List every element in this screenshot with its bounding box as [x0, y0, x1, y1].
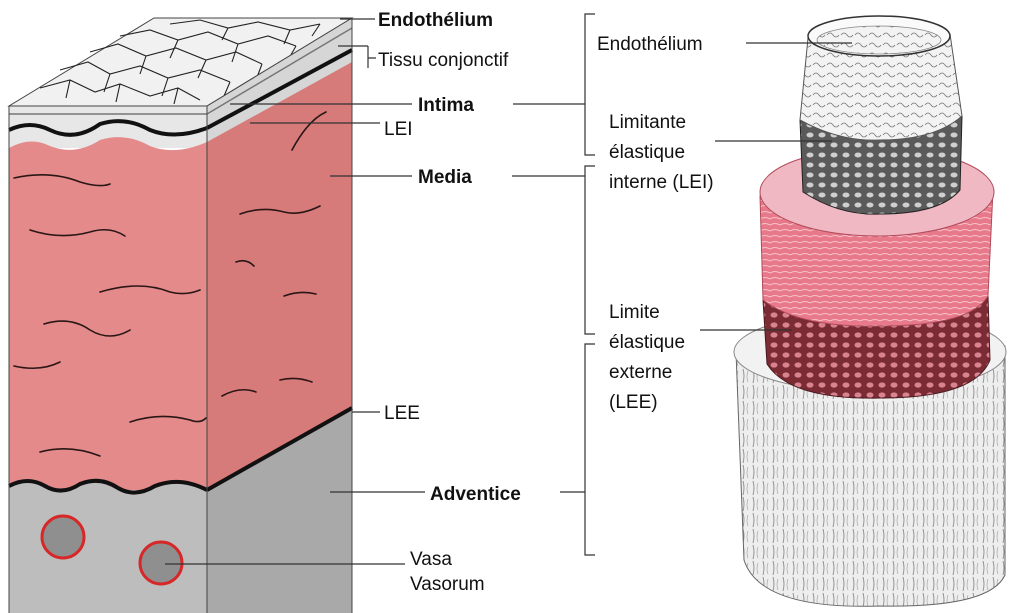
label-lee-vessel-line4: (LEE) — [609, 392, 658, 413]
vasa-vasorum-circle-2 — [140, 542, 182, 584]
label-lei-vessel-line2: élastique — [609, 142, 685, 163]
label-endothelium-vessel: Endothélium — [597, 34, 703, 55]
layer-brackets — [512, 14, 595, 555]
label-connective-tissue: Tissu conjonctif — [378, 50, 509, 71]
label-endothelium-block: Endothélium — [378, 10, 493, 31]
label-lei-block: LEI — [384, 119, 413, 140]
label-vasa: Vasa — [410, 549, 452, 570]
label-lei-vessel-line1: Limitante — [609, 112, 686, 133]
label-lee-block: LEE — [384, 403, 420, 424]
label-media: Media — [418, 167, 472, 188]
label-vasorum: Vasorum — [410, 574, 485, 595]
label-adventice: Adventice — [430, 484, 521, 505]
label-intima: Intima — [418, 95, 474, 116]
label-lei-vessel-line3: interne (LEI) — [609, 172, 714, 193]
label-lee-vessel-line3: externe — [609, 362, 672, 383]
vessel-illustration — [734, 16, 1006, 606]
block-media-front — [9, 137, 207, 490]
vessel-lumen-inner — [817, 26, 941, 54]
vasa-vasorum-circle-1 — [42, 516, 84, 558]
block-adventice-front — [9, 481, 207, 613]
label-lee-vessel-line2: élastique — [609, 332, 685, 353]
label-lee-vessel-line1: Limite — [609, 302, 660, 323]
wall-block — [9, 18, 352, 613]
